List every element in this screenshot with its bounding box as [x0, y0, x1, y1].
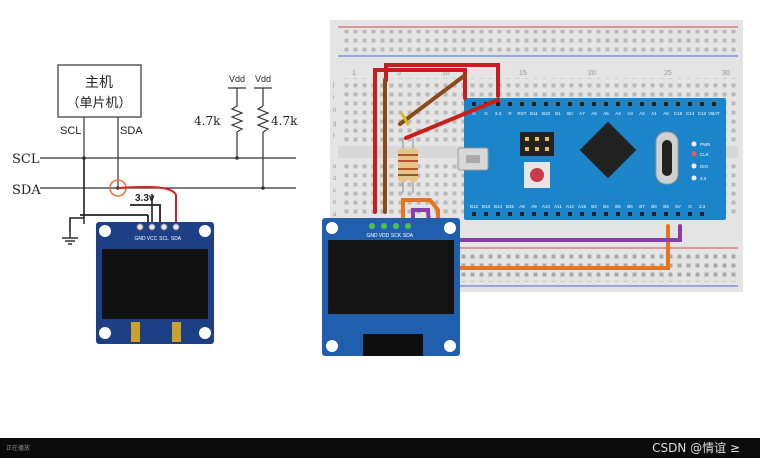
row-letter-h: h	[333, 108, 336, 114]
row-letter-i: i	[333, 95, 334, 101]
row-letter-a: a	[333, 212, 337, 218]
breadboard-resistors	[398, 138, 418, 193]
host-label: 主机	[85, 75, 113, 91]
board-pin-bottom: A12	[566, 204, 575, 209]
board-pin-bottom: B8	[651, 204, 657, 209]
col-num-25: 25	[664, 70, 672, 77]
sda-red-wire	[117, 185, 177, 228]
oled-right-pin-sck: SCK	[391, 233, 402, 239]
oled-module-right: GND VDD SCK SDA	[322, 218, 460, 356]
board-pin-top: 3.3	[495, 111, 502, 116]
vcc-3v3-note: 3.3v	[135, 193, 155, 204]
row-letter-c: c	[333, 188, 336, 194]
board-pin-top: A3	[627, 111, 633, 116]
row-letter-b: b	[333, 200, 337, 206]
board-pin-bottom: A11	[554, 204, 562, 209]
playback-status-text: 正在播放	[6, 445, 31, 452]
board-pin-bottom: B7	[639, 204, 645, 209]
board-pin-top: B0	[567, 111, 573, 116]
board-pin-bottom: B13	[482, 204, 491, 209]
board-pin-top: B11	[530, 111, 538, 116]
board-pin-bottom: A15	[578, 204, 587, 209]
board-pin-top: B10	[542, 111, 551, 116]
ground-symbol	[62, 232, 78, 245]
board-pin-top: C13	[698, 111, 707, 116]
vdd-right-label: Vdd	[255, 74, 271, 84]
stm32-blue-pill-board: G G 3.3 R RST B11 B10 B1 B0 A7 A6 A5 A4 …	[457, 98, 726, 220]
oled-module-left: GND VCC SCL SDA	[96, 222, 214, 344]
led-label: CLK	[700, 152, 709, 157]
board-pin-bottom: G	[688, 204, 692, 209]
board-pin-bottom: A10	[542, 204, 551, 209]
vdd-left-label: Vdd	[229, 74, 245, 84]
board-pin-top: G	[472, 111, 476, 116]
csdn-watermark: CSDN @情谊 ≥	[652, 441, 740, 455]
col-num-15: 15	[519, 70, 527, 77]
board-pin-bottom: B3	[591, 204, 597, 209]
board-pin-top: C14	[686, 111, 695, 116]
video-bottom-bar: 正在播放 CSDN @情谊 ≥	[0, 438, 760, 458]
board-pin-bottom: B4	[603, 204, 609, 209]
col-num-30: 30	[722, 70, 730, 77]
row-letter-e: e	[333, 164, 337, 170]
oled-right-pin-sda: SDA	[403, 233, 414, 239]
board-pin-top: A5	[603, 111, 609, 116]
pullup-resistor-right	[254, 87, 272, 190]
oled-right-pin-vdd: VDD	[379, 233, 390, 239]
board-pin-bottom: A8	[519, 204, 525, 209]
board-leds: PWR CLK DIO 3.3	[691, 141, 711, 181]
board-pin-bottom: B6	[627, 204, 633, 209]
board-pin-top: B1	[555, 111, 561, 116]
col-num-5: 5	[397, 70, 401, 77]
pullup-resistor-left	[228, 87, 246, 160]
col-num-1: 1	[352, 70, 356, 77]
board-pin-bottom: B12	[470, 204, 479, 209]
board-pin-top: RST	[518, 111, 527, 116]
sda-bus-label: SDA	[12, 183, 41, 198]
board-pin-bottom: A9	[531, 204, 537, 209]
row-letter-g: g	[333, 121, 336, 127]
row-letter-j: j	[332, 82, 334, 88]
led-label: PWR	[700, 142, 711, 147]
board-pin-top: G	[484, 111, 488, 116]
board-pin-bottom: B15	[506, 204, 515, 209]
board-pin-top: A7	[579, 111, 585, 116]
row-letter-f: f	[333, 134, 335, 140]
host-sublabel: （单片机）	[66, 96, 131, 111]
led-label: 3.3	[700, 176, 707, 181]
res-left-value: 4.7k	[194, 114, 221, 128]
board-pin-top: C15	[674, 111, 683, 116]
board-pin-bottom: B9	[663, 204, 669, 209]
scl-bus-label: SCL	[12, 152, 40, 167]
i2c-schematic: 主机 （单片机） SCL SDA SCL SDA Vdd Vdd 4.7	[12, 64, 298, 344]
oled-left-pin-vcc: VCC	[147, 236, 158, 242]
row-letter-d: d	[333, 176, 336, 182]
board-pin-bottom: 3.3	[699, 204, 706, 209]
board-pin-top: VBAT	[708, 111, 720, 116]
board-pin-bottom: B5	[615, 204, 621, 209]
jumper-wires	[373, 63, 682, 270]
board-pin-bottom: B14	[494, 204, 503, 209]
host-scl-pin-label: SCL	[60, 125, 81, 137]
res-right-value: 4.7k	[271, 114, 298, 128]
host-mcu-box	[57, 64, 142, 118]
oled-left-pin-sda: SDA	[171, 236, 182, 242]
board-pin-top: A6	[591, 111, 597, 116]
board-pin-top: A4	[615, 111, 621, 116]
board-pin-top: A2	[639, 111, 645, 116]
board-pin-bottom: 5V	[675, 204, 681, 209]
host-sda-pin-label: SDA	[120, 125, 143, 137]
col-num-10: 10	[442, 70, 450, 77]
board-pin-top: R	[508, 111, 512, 116]
col-num-20: 20	[588, 70, 596, 77]
oled-left-pin-gnd: GND	[134, 236, 146, 242]
oled-left-pin-scl: SCL	[159, 236, 169, 242]
board-pin-top: A1	[651, 111, 657, 116]
oled-right-pin-gnd: GND	[366, 233, 378, 239]
board-pin-top: A0	[663, 111, 669, 116]
led-label: DIO	[700, 164, 709, 169]
